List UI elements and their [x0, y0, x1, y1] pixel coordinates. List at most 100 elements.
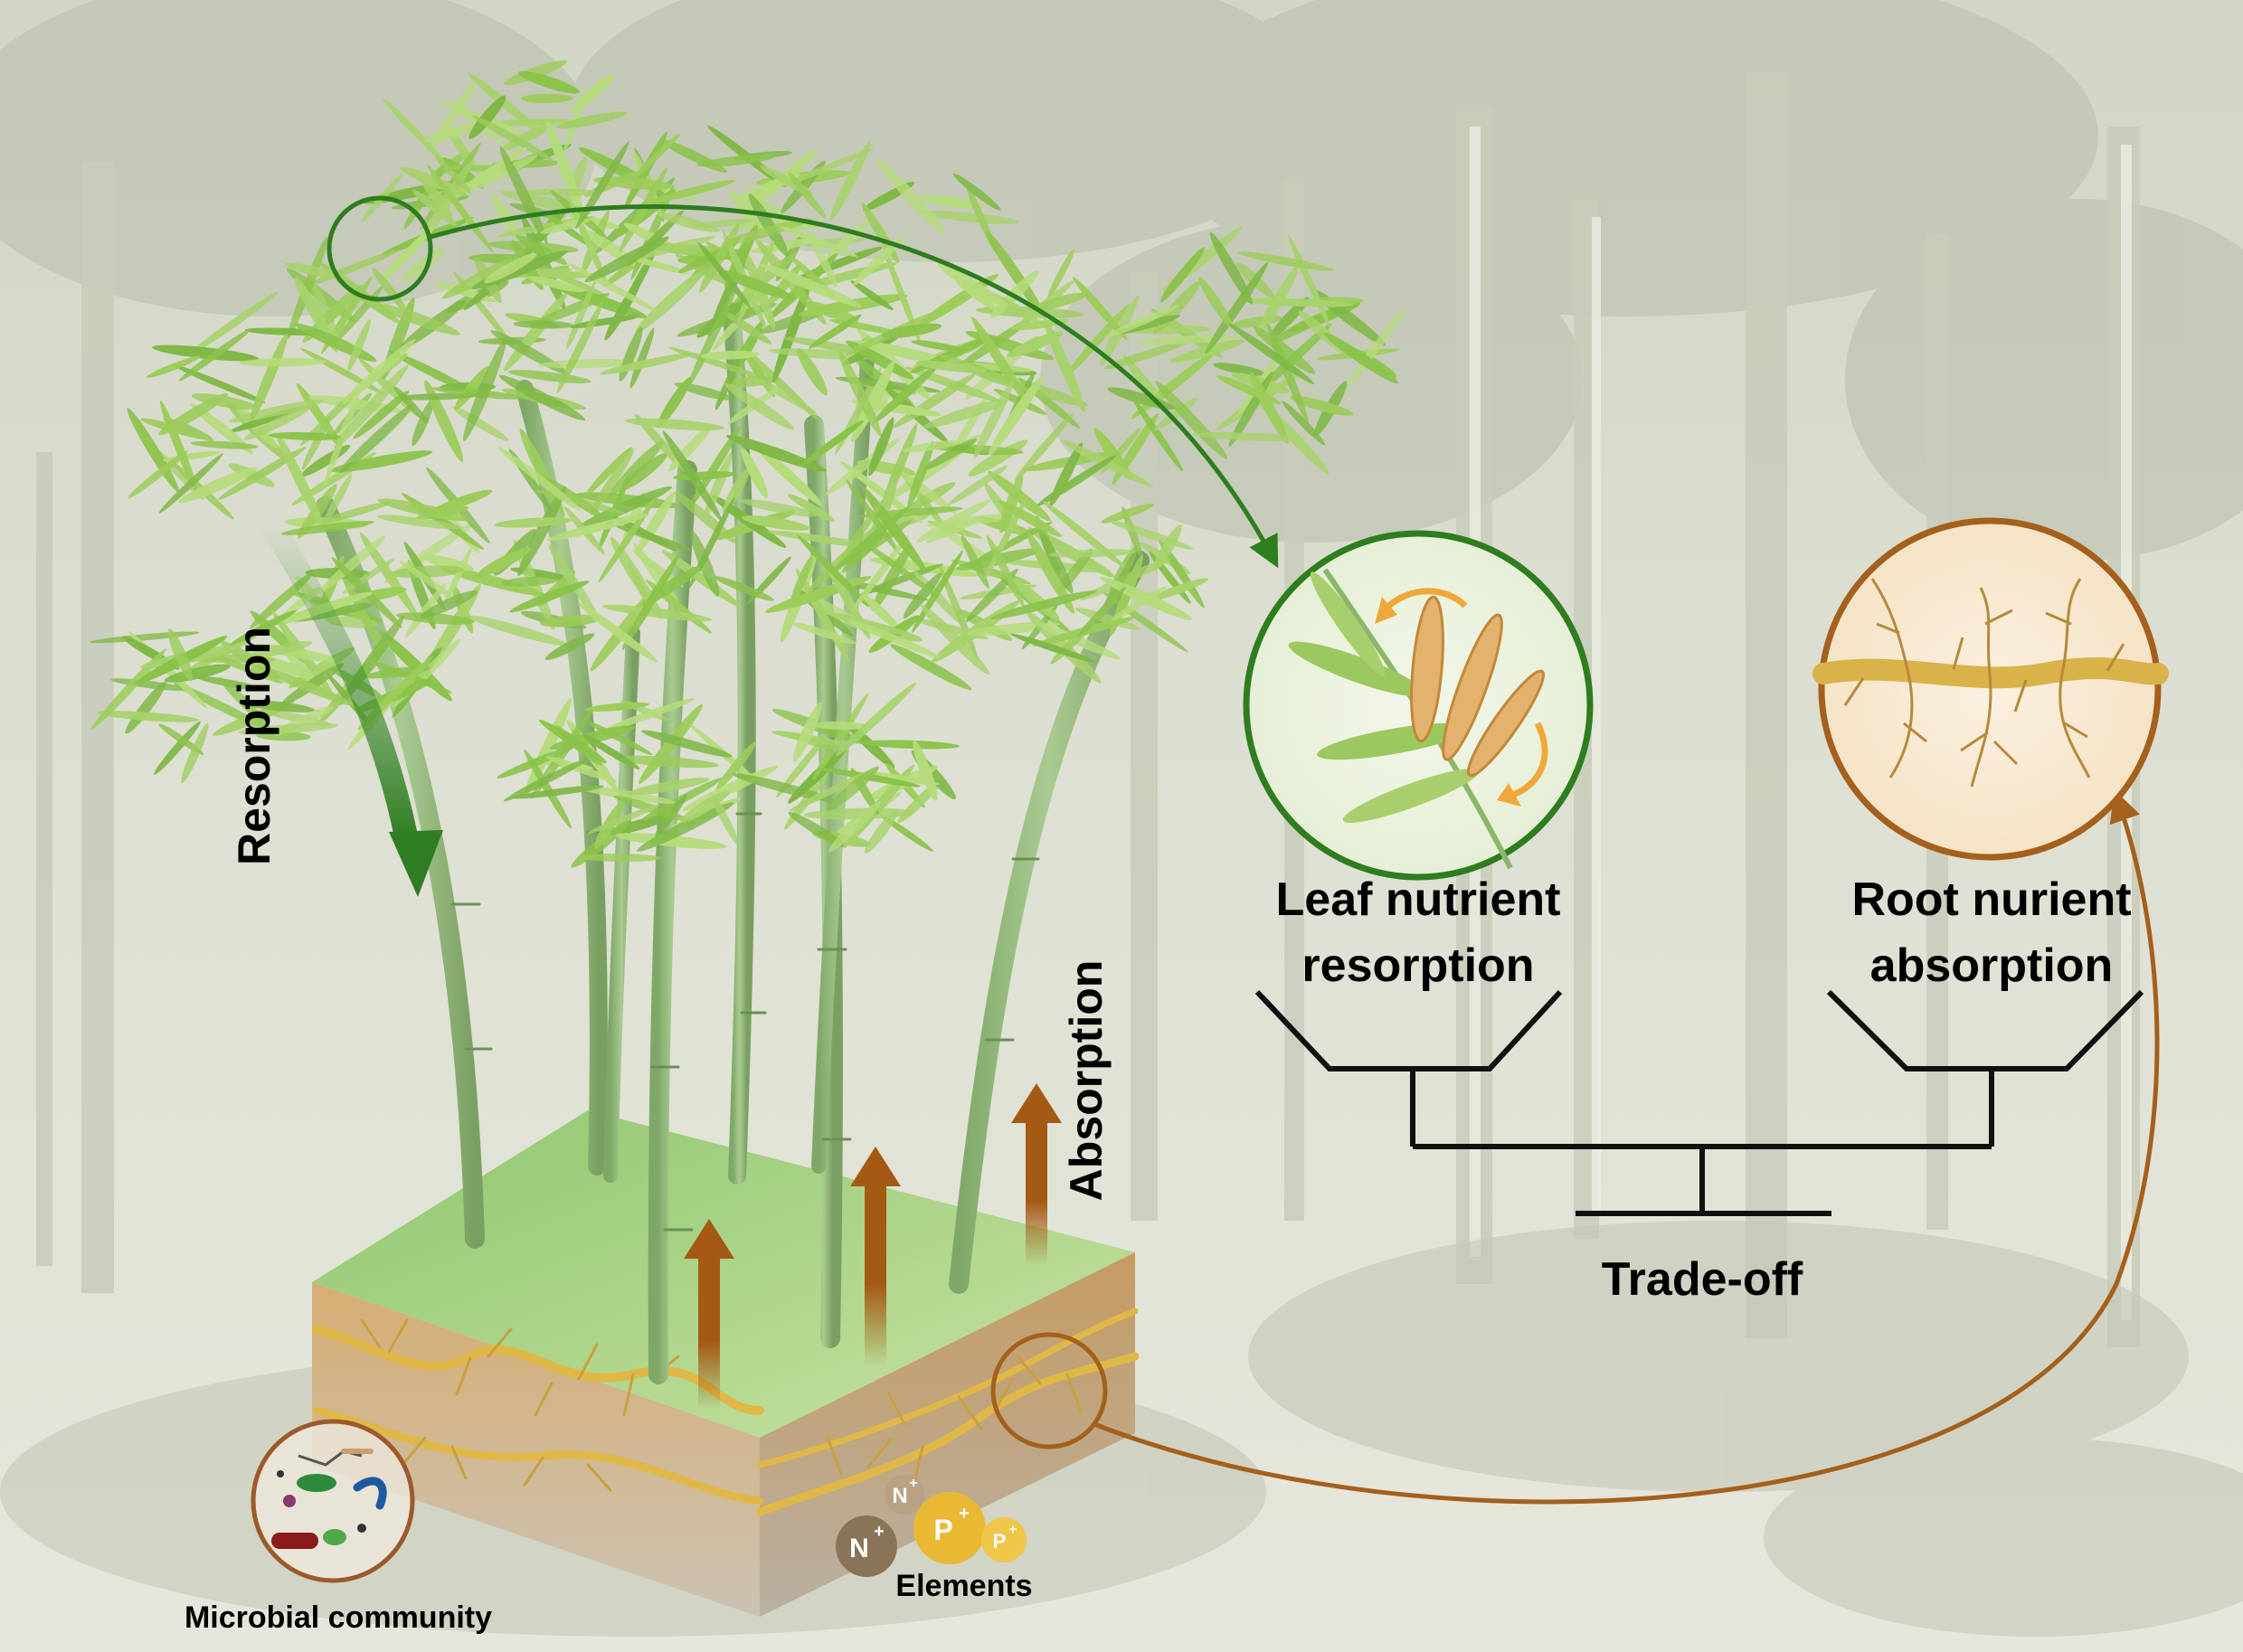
- bamboo-leaf: [797, 534, 870, 608]
- bamboo-leaf: [1254, 326, 1316, 374]
- bamboo-leaf: [412, 189, 458, 227]
- bamboo-leaf: [230, 609, 297, 646]
- bamboo-leaf: [239, 357, 327, 367]
- bamboo-leaf: [690, 530, 720, 598]
- bamboo-leaf: [1270, 297, 1310, 339]
- bamboo-leaf: [800, 420, 864, 467]
- bamboo-leaf: [923, 438, 977, 470]
- bamboo-leaf: [431, 80, 477, 148]
- bamboo-leaf: [788, 811, 847, 848]
- bamboo-leaf: [250, 333, 289, 421]
- bamboo-leaf: [544, 212, 593, 248]
- bamboo-leaf: [1228, 323, 1315, 385]
- bamboo-leaf: [477, 547, 531, 578]
- svg-text:N: N: [849, 1534, 869, 1563]
- bamboo-leaf: [1036, 455, 1116, 506]
- bamboo-leaf: [858, 563, 943, 596]
- bamboo-leaf: [1072, 277, 1128, 341]
- bamboo-leaf: [280, 520, 374, 535]
- bamboo-leaf: [523, 188, 599, 196]
- bamboo-leaf: [760, 263, 862, 307]
- bamboo-leaf: [146, 355, 201, 378]
- bamboo-leaf: [175, 364, 266, 403]
- bamboo-leaf: [667, 346, 772, 382]
- bamboo-leaf: [1346, 308, 1405, 387]
- bamboo-leaf: [513, 320, 573, 329]
- bamboo-leaf: [915, 360, 987, 373]
- bamboo-leaf: [781, 148, 875, 187]
- bamboo-leaf: [613, 755, 719, 769]
- bamboo-leaf: [1290, 395, 1354, 416]
- ion-p-small: P +: [981, 1517, 1027, 1562]
- root-absorption-circle: [1812, 517, 2169, 861]
- bamboo-leaf: [635, 269, 705, 334]
- bamboo-leaf: [1027, 532, 1074, 614]
- bamboo-leaf: [986, 231, 1045, 317]
- bamboo-leaf: [498, 374, 586, 421]
- bamboo-leaf: [603, 698, 695, 732]
- bamboo-leaf: [853, 237, 904, 286]
- bamboo-leaf: [196, 675, 263, 691]
- bamboo-leaf: [247, 640, 312, 659]
- bamboo-leaf: [903, 572, 942, 619]
- bamboo-leaf: [696, 154, 776, 167]
- tradeoff-label: Trade-off: [1602, 1253, 1803, 1306]
- bamboo-leaf: [911, 340, 963, 352]
- bamboo-leaf: [621, 554, 679, 650]
- microbial-label: Microbial community: [185, 1600, 492, 1635]
- bamboo-leaf: [468, 95, 506, 139]
- bamboo-leaf: [613, 515, 677, 552]
- leaf-label-line2: resorption: [1301, 939, 1534, 992]
- root-icon: [1812, 578, 2169, 788]
- bamboo-leaf: [776, 733, 828, 798]
- bamboo-leaf: [545, 756, 617, 782]
- bamboo-leaf: [556, 111, 628, 129]
- bamboo-leaf: [620, 453, 667, 491]
- bamboo-leaf: [999, 475, 1023, 533]
- bamboo-leaf: [190, 440, 259, 449]
- bamboo-leaf: [938, 263, 1008, 308]
- svg-text:N: N: [892, 1484, 907, 1508]
- bamboo-leaf: [623, 236, 716, 261]
- bamboo-leaf: [866, 771, 940, 786]
- bamboo-leaf: [520, 93, 573, 103]
- bamboo-leaf: [640, 730, 733, 758]
- bamboo-leaf: [1047, 249, 1074, 299]
- bamboo-leaf: [1014, 413, 1074, 482]
- leaf-connector: [327, 195, 1279, 569]
- bamboo-leaf: [779, 226, 858, 258]
- bamboo-leaf: [487, 241, 579, 253]
- bamboo-leaf: [1324, 333, 1398, 384]
- bamboo-leaf: [952, 275, 998, 311]
- bamboo-leaf: [921, 604, 990, 675]
- bamboo-leaf: [372, 267, 408, 313]
- bamboo-leaf: [497, 746, 574, 779]
- bamboo-leaf: [920, 211, 1019, 224]
- bamboo-leaf: [902, 439, 963, 453]
- root-label-line1: Root nurient: [1851, 873, 2131, 926]
- leaf-bracket: [1254, 989, 1563, 1071]
- ion-n-large: N +: [836, 1515, 897, 1577]
- bamboo-leaf: [584, 702, 649, 712]
- bamboo-leaf: [400, 166, 468, 196]
- bamboo-leaf: [1103, 340, 1190, 370]
- bamboo-leaf: [377, 514, 462, 530]
- bamboo-leaf: [604, 274, 644, 341]
- bamboo-leaf: [846, 340, 914, 380]
- ion-p-large: P +: [913, 1492, 986, 1564]
- bamboo-leaf: [241, 700, 316, 713]
- bamboo-leaf: [953, 174, 1001, 211]
- bamboo-leaf: [623, 131, 667, 210]
- bamboo-leaf: [827, 766, 879, 812]
- bamboo-leaf: [850, 280, 894, 310]
- bamboo-leaf: [507, 370, 592, 383]
- bamboo-leaf: [711, 793, 739, 845]
- bamboo-leaf: [503, 758, 589, 802]
- bamboo-leaf: [364, 666, 431, 679]
- microbe-icon: [271, 1449, 387, 1549]
- bamboo-leaf: [218, 676, 271, 730]
- bamboo-leaf: [1010, 633, 1096, 663]
- bamboo-leaf: [919, 194, 984, 209]
- bamboo-leaf: [674, 382, 733, 401]
